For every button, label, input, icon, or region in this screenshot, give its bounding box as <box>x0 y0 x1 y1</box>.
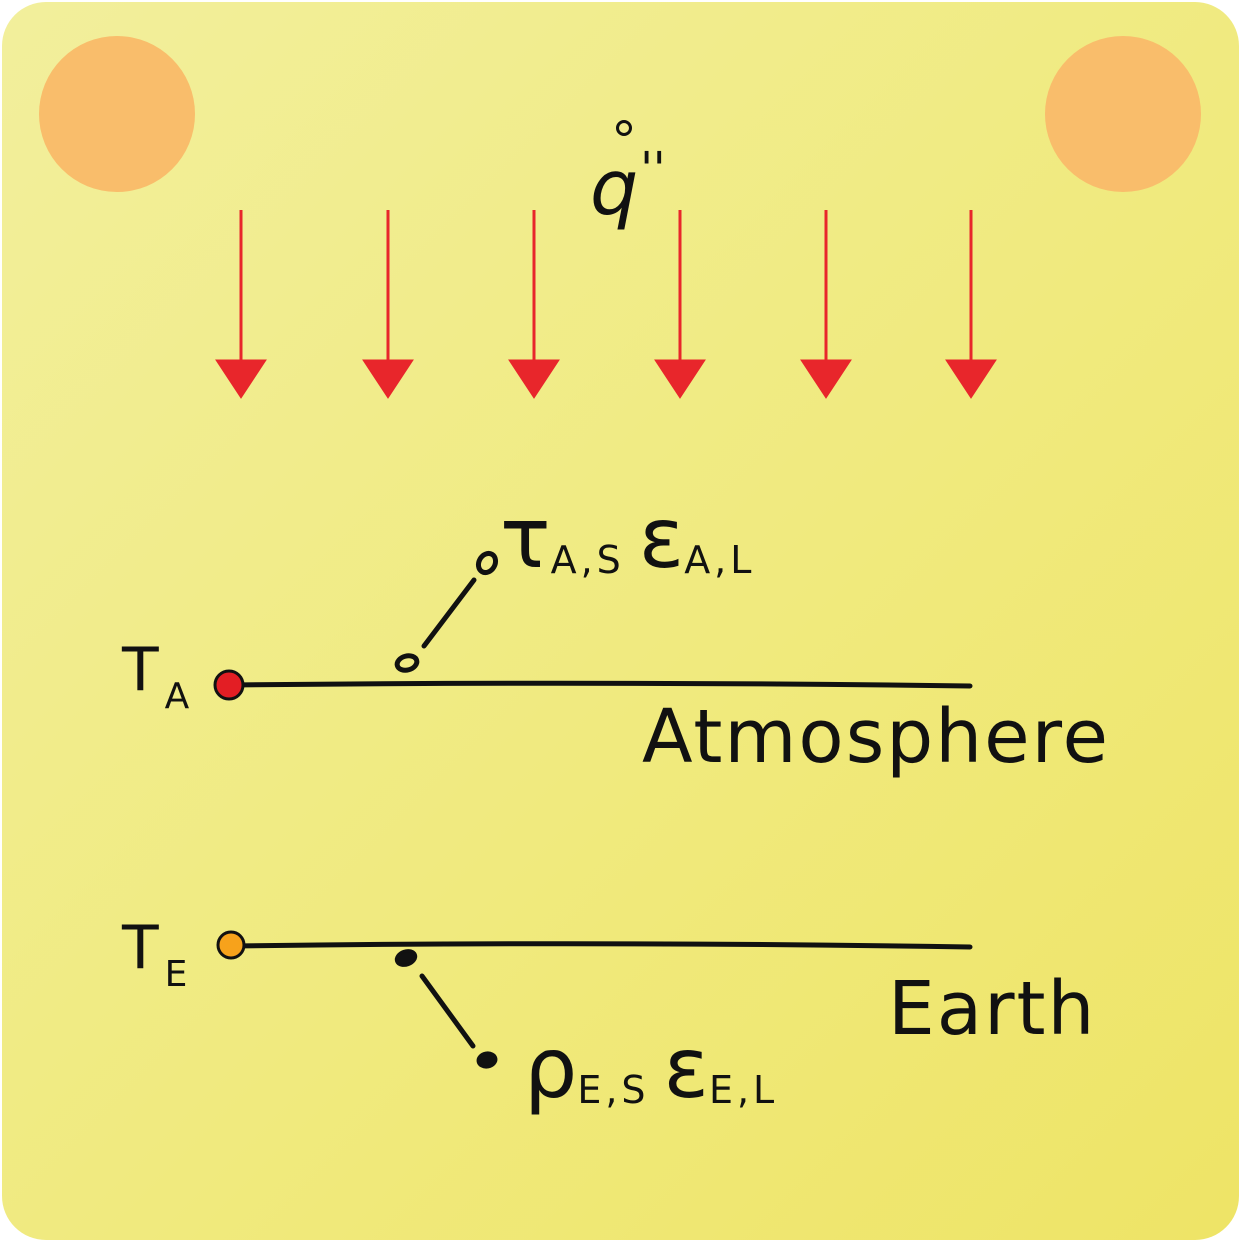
atmosphere-temp-subscript: A <box>164 676 190 717</box>
arrow-down-icon <box>215 210 267 399</box>
earth-name: Earth <box>888 966 1097 1052</box>
earth-temperature-node <box>216 930 246 960</box>
atmosphere-layer-line <box>227 680 973 689</box>
atmosphere-name: Atmosphere <box>642 694 1110 780</box>
arrow-down-icon <box>508 210 560 399</box>
heat-flux-symbol: q <box>590 143 639 232</box>
sun-icon <box>39 36 195 192</box>
arrow-down-icon <box>362 210 414 399</box>
atmosphere-emissivity-symbol: ε <box>638 489 685 587</box>
arrow-down-icon <box>800 210 852 399</box>
sun-icon <box>1045 36 1201 192</box>
incoming-flux-arrows <box>215 210 997 399</box>
earth-temp-symbol: T <box>122 913 159 983</box>
atmosphere-temp-symbol: T <box>122 635 159 705</box>
flux-rate-dot <box>616 120 632 136</box>
earth-property-leader <box>394 949 498 1069</box>
earth-reflectivity-subscript: E,S <box>577 1068 650 1112</box>
earth-layer-line <box>229 941 973 950</box>
atmosphere-temperature-node <box>213 669 245 701</box>
arrow-down-icon <box>945 210 997 399</box>
earth-temp-subscript: E <box>164 954 188 995</box>
arrow-down-icon <box>654 210 706 399</box>
atmosphere-transmissivity-subscript: A,S <box>550 538 625 582</box>
heat-flux-label: q'' <box>590 146 666 226</box>
earth-emissivity-subscript: E,L <box>708 1068 779 1112</box>
earth-reflectivity-symbol: ρ <box>524 1019 578 1117</box>
heat-flux-prime: '' <box>640 142 666 196</box>
atmosphere-emissivity-subscript: A,L <box>684 538 756 582</box>
atmosphere-property-leader <box>394 550 499 673</box>
earth-emissivity-symbol: ε <box>663 1019 709 1117</box>
atmosphere-transmissivity-symbol: τ <box>500 489 551 587</box>
